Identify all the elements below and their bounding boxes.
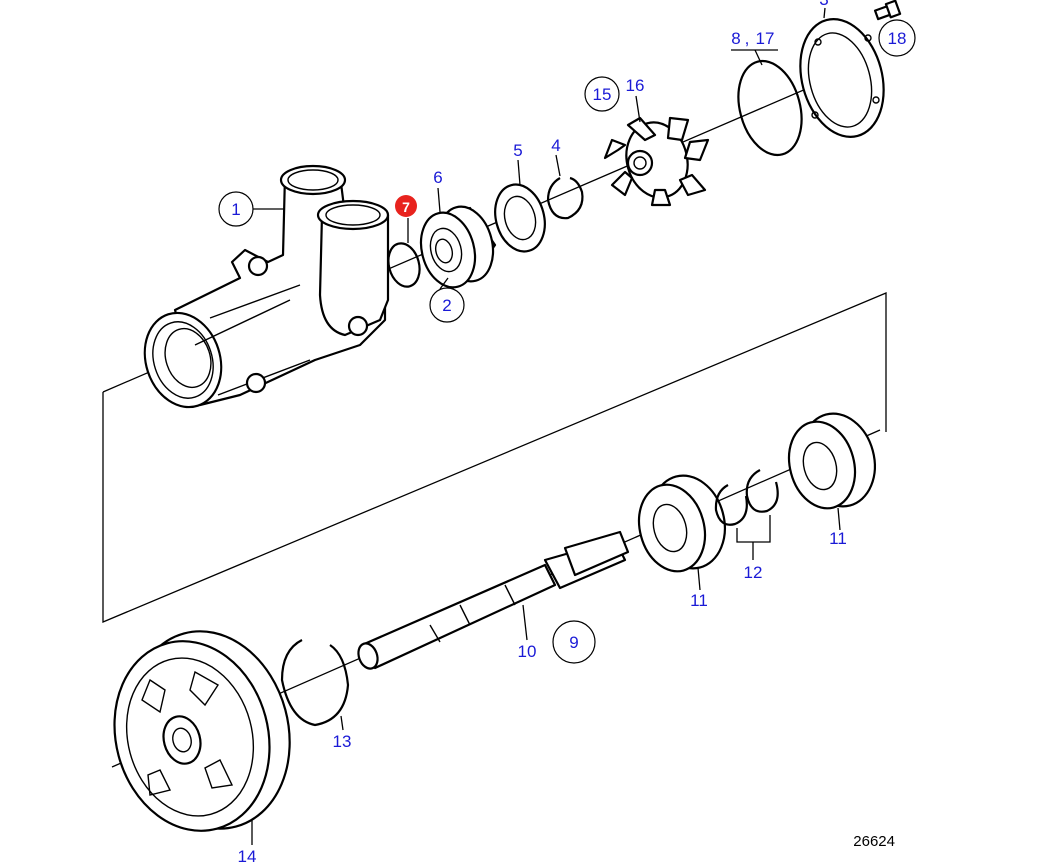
callout-11-right-label: 11 (829, 529, 847, 548)
drive-shaft (357, 530, 630, 670)
callout-1: 1 (218, 191, 254, 227)
callout-separator: , (745, 29, 750, 48)
callout-15: 15 (584, 76, 620, 112)
callout-12-label: 12 (744, 563, 763, 582)
circlip-large (280, 639, 350, 727)
callout-5-label: 5 (513, 141, 522, 160)
o-ring-small (387, 242, 421, 288)
callout-3-label: 3 (819, 0, 828, 9)
callout-11-left-label: 11 (690, 591, 708, 610)
callout-13-label: 13 (333, 732, 352, 751)
callout-14-label: 14 (238, 847, 257, 865)
callout-15-label: 15 (593, 85, 612, 104)
bearing-left (637, 474, 726, 573)
callout-18-label: 18 (888, 29, 907, 48)
callout-6-label: 6 (433, 168, 442, 187)
callout-9-label: 9 (569, 633, 578, 652)
callout-1-label: 1 (231, 200, 240, 219)
pulley (113, 630, 291, 832)
seal-cartridge (419, 205, 497, 289)
callout-7-highlighted: 7 (395, 195, 417, 217)
callout-17-label: 17 (756, 29, 775, 48)
bearing-right (787, 412, 876, 510)
highlight-marker (395, 195, 417, 217)
callout-10-label: 10 (518, 642, 537, 661)
wear-washer (494, 183, 546, 253)
callout-2-label: 2 (442, 296, 451, 315)
callout-4-label: 4 (551, 136, 560, 155)
callout-7-label: 7 (402, 199, 410, 215)
callout-2: 2 (429, 287, 465, 323)
callout-16-label: 16 (626, 76, 645, 95)
reference-number: 26624 (853, 833, 895, 850)
callout-8-label: 8 (731, 29, 740, 48)
screw (873, 0, 902, 21)
circlip-pair-a (714, 484, 748, 526)
circlip-pair-b (745, 469, 779, 513)
cover-plate (799, 18, 885, 138)
callout-18: 18 (878, 19, 916, 57)
leader-lines (251, 7, 841, 845)
callout-9: 9 (552, 620, 596, 664)
circlip-upper (546, 176, 584, 220)
o-ring-large (737, 59, 803, 157)
impeller (603, 116, 710, 207)
pump-housing (143, 164, 390, 409)
